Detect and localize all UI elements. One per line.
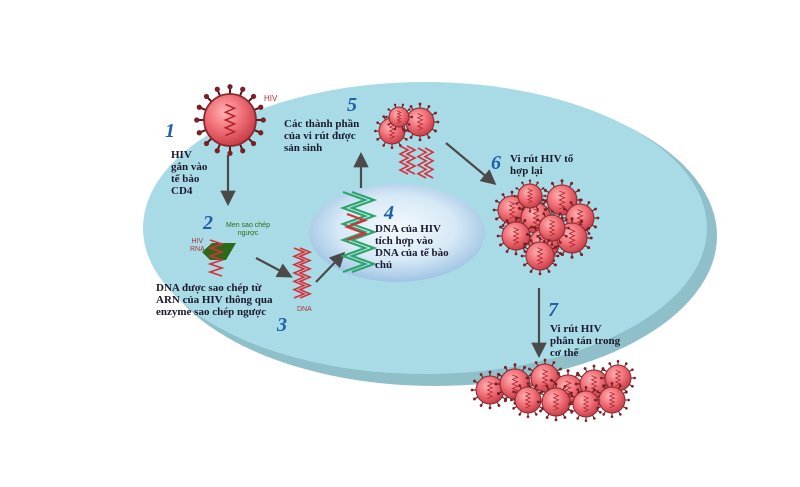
viral-rna-piece-a — [398, 145, 410, 175]
dispersed-virus-7 — [510, 382, 546, 418]
nucleic-acid-strands — [207, 145, 435, 299]
arrow-2-3 — [255, 257, 293, 278]
assembled-virus-5 — [513, 179, 547, 213]
step-7-text: Vi rút HIV phân tán trong cơ thể — [550, 323, 621, 359]
step-5-text: Các thành phần của vi rút được sản sinh — [284, 118, 360, 154]
enzyme-label: Men sao chép ngược — [226, 222, 270, 237]
step-6-number: 6 — [491, 152, 501, 174]
host-dna-strand-a — [339, 190, 369, 274]
assembled-virus-10 — [520, 236, 560, 276]
assembled-virus-9 — [534, 210, 570, 246]
dna-strand-a — [291, 247, 307, 299]
process-arrows — [220, 142, 547, 359]
step-2-number: 2 — [203, 212, 213, 234]
step-7-number: 7 — [548, 299, 558, 321]
dispersed-virus-9 — [568, 386, 604, 422]
step-4-number: 4 — [384, 202, 394, 224]
dna-label: DNA — [297, 306, 312, 313]
viral-rna-piece-d — [423, 147, 435, 179]
step-2-text: DNA được sao chép từ ARN của HIV thông q… — [156, 282, 273, 318]
dna-strand-b — [297, 247, 313, 299]
dispersed-virus-8 — [536, 382, 576, 422]
hiv-virus-attaching — [194, 84, 266, 156]
step-1-number: 1 — [165, 120, 175, 142]
hiv-label: HIV — [264, 94, 278, 103]
arrow-5-6 — [445, 142, 497, 185]
step-4-text: DNA của HIV tích hợp vào DNA của tế bào … — [375, 223, 449, 271]
step-3-number: 3 — [277, 314, 287, 336]
hiv-rna-label: HIV RNA — [190, 238, 205, 253]
virus-particles — [194, 84, 636, 422]
hiv-rna-strand — [207, 239, 225, 277]
step-5-number: 5 — [347, 94, 357, 116]
step-1-text: HIV gắn vào tế bào CD4 — [171, 149, 208, 197]
viral-rna-piece-c — [416, 147, 428, 179]
step-6-text: Vi rút HIV tổ hợp lại — [510, 153, 574, 177]
host-dna-strand-b — [348, 190, 378, 274]
integrated-hiv-dna — [344, 213, 368, 241]
viral-rna-piece-b — [405, 145, 417, 175]
new-virus-5c — [385, 103, 413, 131]
arrow-3-4 — [315, 251, 346, 283]
dispersed-virus-10 — [594, 382, 630, 418]
